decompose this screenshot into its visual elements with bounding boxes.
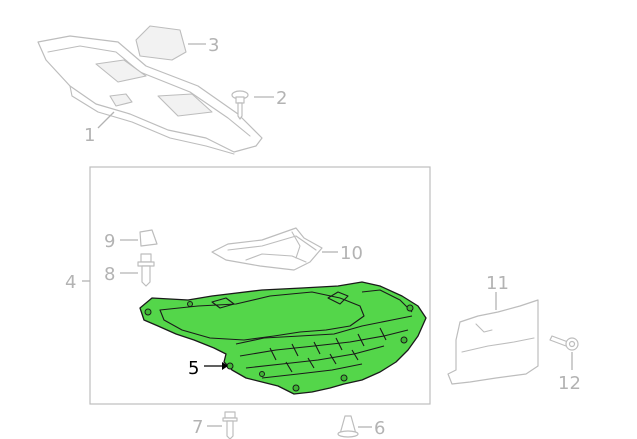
callout-6: 6 — [374, 418, 385, 439]
callout-10: 10 — [340, 243, 363, 264]
part-12-bolt[interactable] — [549, 335, 579, 351]
part-1-engine-cover[interactable] — [37, 35, 263, 155]
callout-4: 4 — [65, 272, 76, 293]
callout-3: 3 — [208, 35, 219, 56]
part-3-pad[interactable] — [135, 25, 187, 61]
callout-8: 8 — [104, 264, 115, 285]
part-5-engine-under-cover[interactable] — [139, 281, 427, 395]
part-8-bolt[interactable] — [137, 253, 155, 287]
leader-arrow-5 — [222, 362, 228, 370]
callout-1: 1 — [84, 125, 95, 146]
group-frame-4 — [89, 166, 431, 405]
part-11-side-shield[interactable] — [447, 299, 539, 385]
callout-7: 7 — [192, 417, 203, 438]
part-2-clip[interactable] — [231, 90, 249, 120]
callout-2: 2 — [276, 88, 287, 109]
callout-9: 9 — [104, 231, 115, 252]
callout-5: 5 — [188, 358, 199, 379]
callout-12: 12 — [558, 373, 581, 394]
part-10-bracket[interactable] — [211, 227, 323, 271]
callout-11: 11 — [486, 273, 509, 294]
part-6-clip[interactable] — [337, 415, 359, 438]
part-9-clip[interactable] — [139, 229, 158, 247]
part-7-bolt[interactable] — [222, 411, 238, 439]
